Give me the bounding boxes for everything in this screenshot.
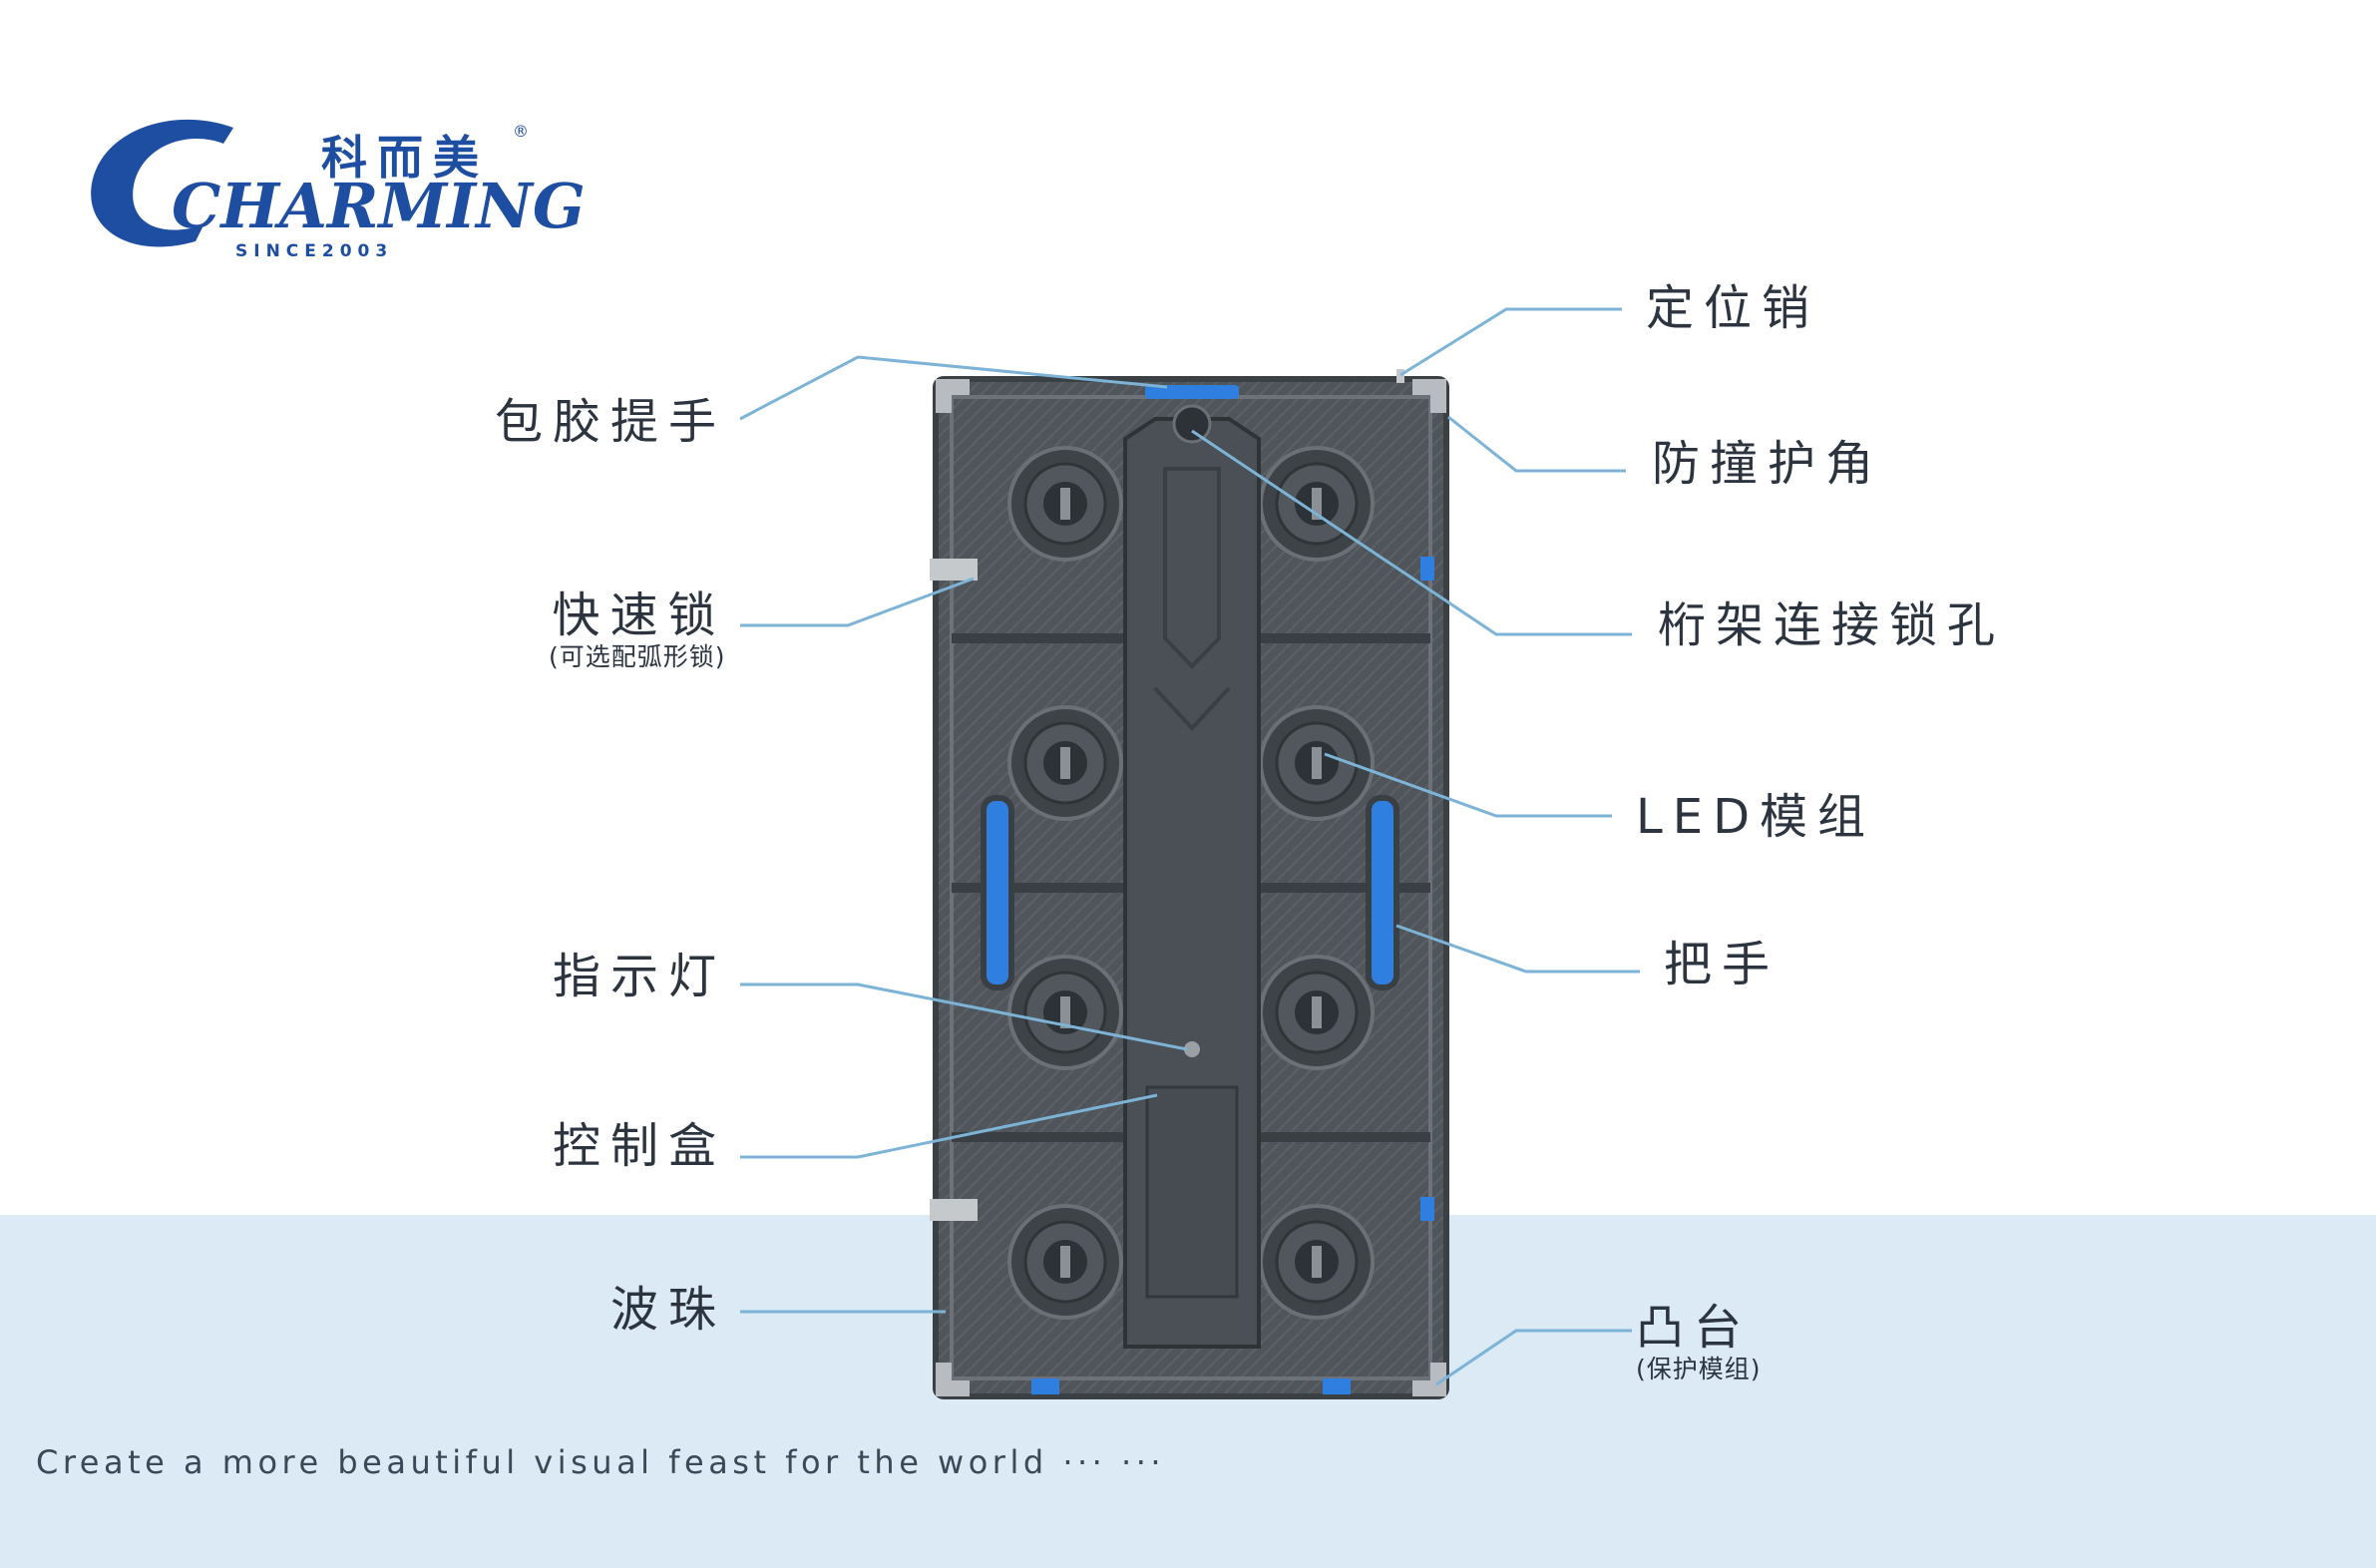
quick-lock-top <box>930 559 978 581</box>
quick-lock-bottom <box>930 1199 978 1221</box>
corner-guard-top-left <box>936 379 970 413</box>
label-indicator-light: 指示灯 <box>553 949 727 1004</box>
control-box <box>1123 404 1261 1349</box>
label-quick-lock: 快速锁 (可选配弧形锁) <box>549 588 726 672</box>
leader-rubber-handle <box>739 355 1168 421</box>
rubber-top-handle <box>1145 385 1239 399</box>
tagline: Create a more beautiful visual feast for… <box>36 1443 1166 1481</box>
label-control-box: 控制盒 <box>553 1118 727 1174</box>
locating-pin-icon <box>1396 369 1404 383</box>
label-led-module: LED模组 <box>1636 789 1876 845</box>
label-handle: 把手 <box>1664 937 1781 992</box>
logo-english: CHARMING <box>172 170 586 242</box>
label-boss-note: (保护模组) <box>1636 1355 1762 1384</box>
led-cabinet <box>930 369 1449 1399</box>
label-boss-text: 凸台 <box>1636 1300 1753 1356</box>
leader-handle <box>1395 924 1640 974</box>
indicator-light-icon <box>1184 1041 1200 1057</box>
leader-corner-guard <box>1447 415 1626 473</box>
label-wave-bead: 波珠 <box>610 1282 727 1338</box>
label-quick-lock-text: 快速锁 <box>552 588 726 643</box>
leader-control-box <box>740 1093 1158 1159</box>
bottom-latch-right <box>1323 1378 1351 1394</box>
bottom-latch-left <box>1031 1378 1059 1394</box>
charming-logo: 科而美 ® CHARMING SINCE2003 <box>84 112 586 271</box>
label-quick-lock-note: (可选配弧形锁) <box>549 642 726 672</box>
side-handle-right <box>1366 795 1399 990</box>
label-corner-guard: 防撞护角 <box>1652 436 1884 492</box>
logo-registered-mark: ® <box>513 122 529 141</box>
corner-guard-bottom-left <box>936 1363 970 1396</box>
side-handle-left <box>981 795 1014 990</box>
logo-c-mark-icon <box>91 119 233 247</box>
logo-since: SINCE2003 <box>235 241 394 261</box>
leader-quick-lock <box>740 577 975 627</box>
leader-lines <box>739 307 1640 1386</box>
leader-boss <box>1435 1329 1632 1386</box>
boss-protector-bottom <box>1420 1197 1434 1221</box>
leader-locating-pin <box>1399 307 1622 377</box>
leader-led-module <box>1324 752 1612 818</box>
leader-indicator-light <box>740 982 1188 1051</box>
label-boss: 凸台 (保护模组) <box>1636 1300 1762 1384</box>
corner-guard-bottom-right <box>1412 1363 1446 1396</box>
corner-guard-top-right <box>1412 379 1446 413</box>
boss-protector-top <box>1420 557 1434 581</box>
label-truss-hole: 桁架连接锁孔 <box>1658 597 2006 653</box>
leader-truss-hole <box>1191 429 1632 636</box>
truss-lock-hole-icon <box>1172 404 1212 444</box>
label-rubber-handle: 包胶提手 <box>495 394 727 450</box>
label-locating-pin: 定位销 <box>1646 280 1820 336</box>
logo-chinese: 科而美 <box>321 131 489 185</box>
